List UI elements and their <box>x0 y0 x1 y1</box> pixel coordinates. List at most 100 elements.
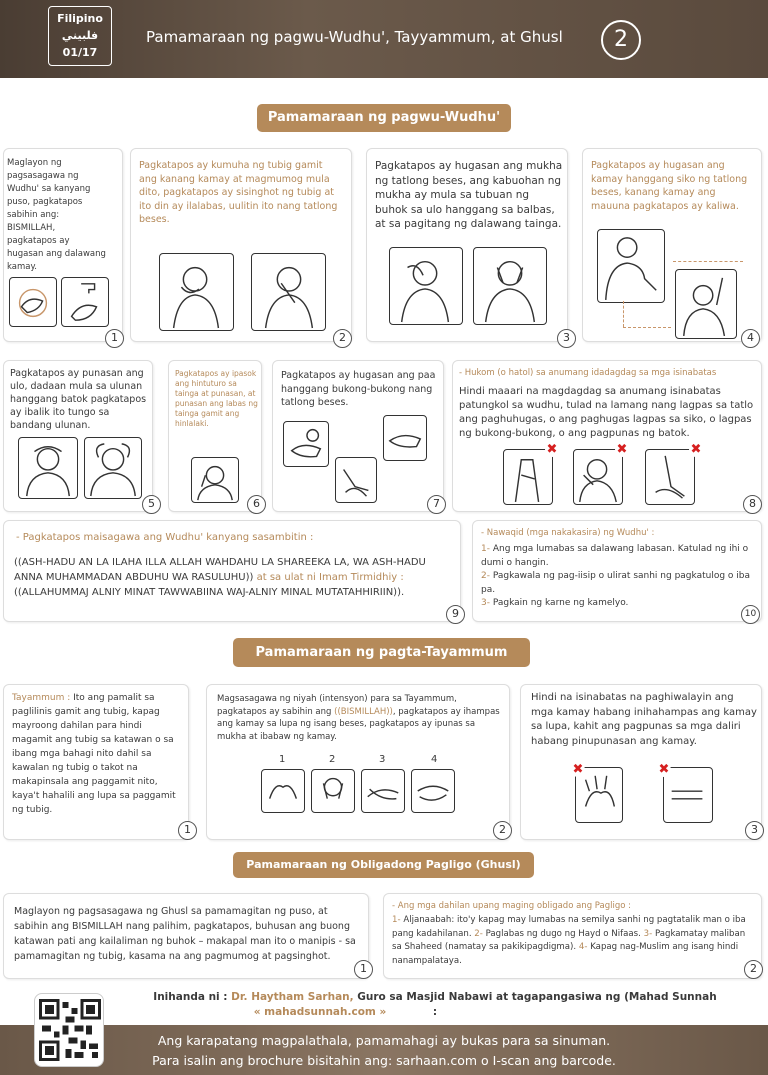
wudhu-step-4: Pagkatapos ay hugasan ang kamay hanggang… <box>582 148 762 348</box>
striking-ground-image <box>261 769 305 813</box>
ghusl-box-1: Maglayon ng pagsasagawa ng Ghusl sa pama… <box>3 893 373 979</box>
washing-face-image <box>389 247 463 325</box>
title-number-badge: 2 <box>601 20 641 60</box>
step-number: 2 <box>493 821 512 840</box>
step-text: Pagkatapos ay hugasan ang mukha ng tatlo… <box>375 160 563 230</box>
hukom-title: - Hukom (o hatol) sa anumang idadagdag s… <box>459 368 717 378</box>
washing-foot-top-image <box>383 415 427 461</box>
credit-line: Inihanda ni : Dr. Haytham Sarhan, Guro s… <box>153 991 717 1018</box>
wiping-hand-image <box>361 769 405 813</box>
footer-banner: Ang karapatang magpalathala, pamamahagi … <box>0 1025 768 1075</box>
list-item: 3- Pagkain ng karne ng kamelyo. <box>481 598 629 608</box>
wudhu-step-6: Pagkatapos ay ipasok ang hintuturo sa ta… <box>168 360 266 514</box>
tayammum-banner: Pamamaraan ng pagta-Tayammum <box>233 638 530 667</box>
step-text: Pagkatapos ay hugasan ang paa hanggang b… <box>281 370 436 408</box>
dua-title: - Pagkatapos maisagawa ang Wudhu' kanyan… <box>16 532 314 543</box>
cross-icon: ✖ <box>571 762 585 777</box>
step-number: 3 <box>557 329 576 348</box>
sniffing-water-image <box>251 253 326 331</box>
dua-line-2: ((ALLAHUMMAJ ALNIY MINAT TAWWABIINA WAJ-… <box>14 587 405 598</box>
arrow-icon <box>623 327 671 328</box>
wudhu-step-5: Pagkatapos ay punasan ang ulo, dadaan mu… <box>3 360 161 514</box>
step-number: 3 <box>745 821 764 840</box>
page-title: Pamamaraan ng pagwu-Wudhu', Tayyammum, a… <box>146 28 563 46</box>
wrong-arm-image <box>503 449 553 505</box>
step-label-4: 4 <box>431 754 438 765</box>
step-number: 1 <box>178 821 197 840</box>
language-label: Filipino <box>57 12 103 25</box>
wudhu-banner: Pamamaraan ng pagwu-Wudhu' <box>257 104 511 132</box>
ghusl-banner: Pamamaraan ng Obligadong Pagligo (Ghusl) <box>233 852 534 878</box>
nawaqid-box: - Nawaqid (mga nakakasira) ng Wudhu' : 1… <box>472 520 762 624</box>
qr-code-icon[interactable] <box>34 993 104 1067</box>
ghusl-reasons-title: - Ang mga dahilan upang maging obligado … <box>392 901 632 911</box>
step-text: Pagkatapos ay hugasan ang kamay hanggang… <box>591 160 748 212</box>
wrong-hands-separated-image <box>575 767 623 823</box>
hukom-box: - Hukom (o hatol) sa anumang idadagdag s… <box>452 360 762 514</box>
step-number: 2 <box>333 329 352 348</box>
rinsing-mouth-image <box>159 253 234 331</box>
tayammum-label: Tayammum : <box>12 693 74 703</box>
tayammum-box-1: Tayammum : Ito ang pamalit sa paglilinis… <box>3 684 197 840</box>
arrow-icon <box>623 301 624 327</box>
arrow-icon <box>673 261 743 262</box>
step-number: 7 <box>427 495 446 514</box>
step-text: Pagkatapos ay punasan ang ulo, dadaan mu… <box>10 368 147 431</box>
wudhu-step-7: Pagkatapos ay hugasan ang paa hanggang b… <box>272 360 446 514</box>
step-number: 2 <box>744 960 763 979</box>
step-number: 10 <box>741 605 760 624</box>
dua-box: - Pagkatapos maisagawa ang Wudhu' kanyan… <box>3 520 465 624</box>
step-number: 1 <box>354 960 373 979</box>
wudhu-step-1: Maglayon ng pagsasagawa ng Wudhu' sa kan… <box>3 148 124 348</box>
hukom-text: Hindi maaari na magdagdag sa anumang isi… <box>459 386 754 439</box>
step-text: Pagkatapos ay ipasok ang hintuturo sa ta… <box>175 369 258 428</box>
cross-icon: ✖ <box>545 442 559 457</box>
credit-website[interactable]: « mahadsunnah.com » <box>253 1006 387 1018</box>
step-label-1: 1 <box>279 754 286 765</box>
footer-rights: Ang karapatang magpalathala, pamamahagi … <box>157 1033 611 1048</box>
tayammum-note: Hindi na isinabatas na paghiwalayin ang … <box>531 692 757 747</box>
washing-arm-image <box>597 229 665 303</box>
raising-arm-image <box>675 269 737 339</box>
step-number: 4 <box>741 329 760 348</box>
dua-text: ((ASH-HADU AN LA ILAHA ILLA ALLAH WAHDAH… <box>14 555 454 600</box>
faucet-hands-image <box>61 277 109 327</box>
header-banner: Filipino فلبيني 01/17 Pamamaraan ng pagw… <box>0 0 768 78</box>
nawaqid-title: - Nawaqid (mga nakakasira) ng Wudhu' : <box>481 528 655 538</box>
wiping-head-image <box>18 437 78 499</box>
wrong-leg-image <box>645 449 695 505</box>
tayammum-box-3: Hindi na isinabatas na paghiwalayin ang … <box>520 684 764 840</box>
language-badge: Filipino فلبيني 01/17 <box>48 6 112 66</box>
washing-foot-heel-image <box>335 457 377 503</box>
cross-icon: ✖ <box>657 762 671 777</box>
ghusl-text: Maglayon ng pagsasagawa ng Ghusl sa pama… <box>14 906 356 962</box>
step-text: Pagkatapos ay kumuha ng tubig gamit ang … <box>139 160 338 225</box>
wiping-hand-back-image <box>411 769 455 813</box>
wudhu-step-2: Pagkatapos ay kumuha ng tubig gamit ang … <box>130 148 352 348</box>
wrong-neck-image <box>573 449 623 505</box>
step-label-2: 2 <box>329 754 336 765</box>
wiping-face-image <box>311 769 355 813</box>
ghusl-box-2: - Ang mga dahilan upang maging obligado … <box>383 893 763 979</box>
page-number: 01/17 <box>62 46 98 59</box>
step-number: 6 <box>247 495 266 514</box>
washing-face-hands-image <box>473 247 547 325</box>
step-number: 9 <box>446 605 465 624</box>
step-text: Maglayon ng pagsasagawa ng Wudhu' sa kan… <box>7 158 106 272</box>
step-number: 5 <box>142 495 161 514</box>
washing-hands-image <box>9 277 57 327</box>
wiping-head-back-image <box>84 437 142 499</box>
list-item: 2- Pagkawala ng pag-iisip o ulirat sanhi… <box>481 571 750 595</box>
tayammum-box-2: Magsasagawa ng niyah (intensyon) para sa… <box>206 684 512 840</box>
washing-foot-image <box>283 421 329 467</box>
footer-translate: Para isalin ang brochure bisitahin ang: … <box>152 1053 616 1068</box>
cross-icon: ✖ <box>615 442 629 457</box>
wrong-wiping-fingers-image <box>663 767 713 823</box>
list-item: 1- Ang mga lumabas sa dalawang labasan. … <box>481 544 749 568</box>
wudhu-step-3: Pagkatapos ay hugasan ang mukha ng tatlo… <box>366 148 576 348</box>
step-label-3: 3 <box>379 754 386 765</box>
tayammum-steps-text: Magsasagawa ng niyah (intensyon) para sa… <box>217 694 500 742</box>
ghusl-reasons: 1- Aljanaabah: ito'y kapag may lumabas n… <box>392 915 746 966</box>
dua-line-1: ((ASH-HADU AN LA ILAHA ILLA ALLAH WAHDAH… <box>14 557 426 583</box>
wiping-ears-image <box>191 457 239 503</box>
